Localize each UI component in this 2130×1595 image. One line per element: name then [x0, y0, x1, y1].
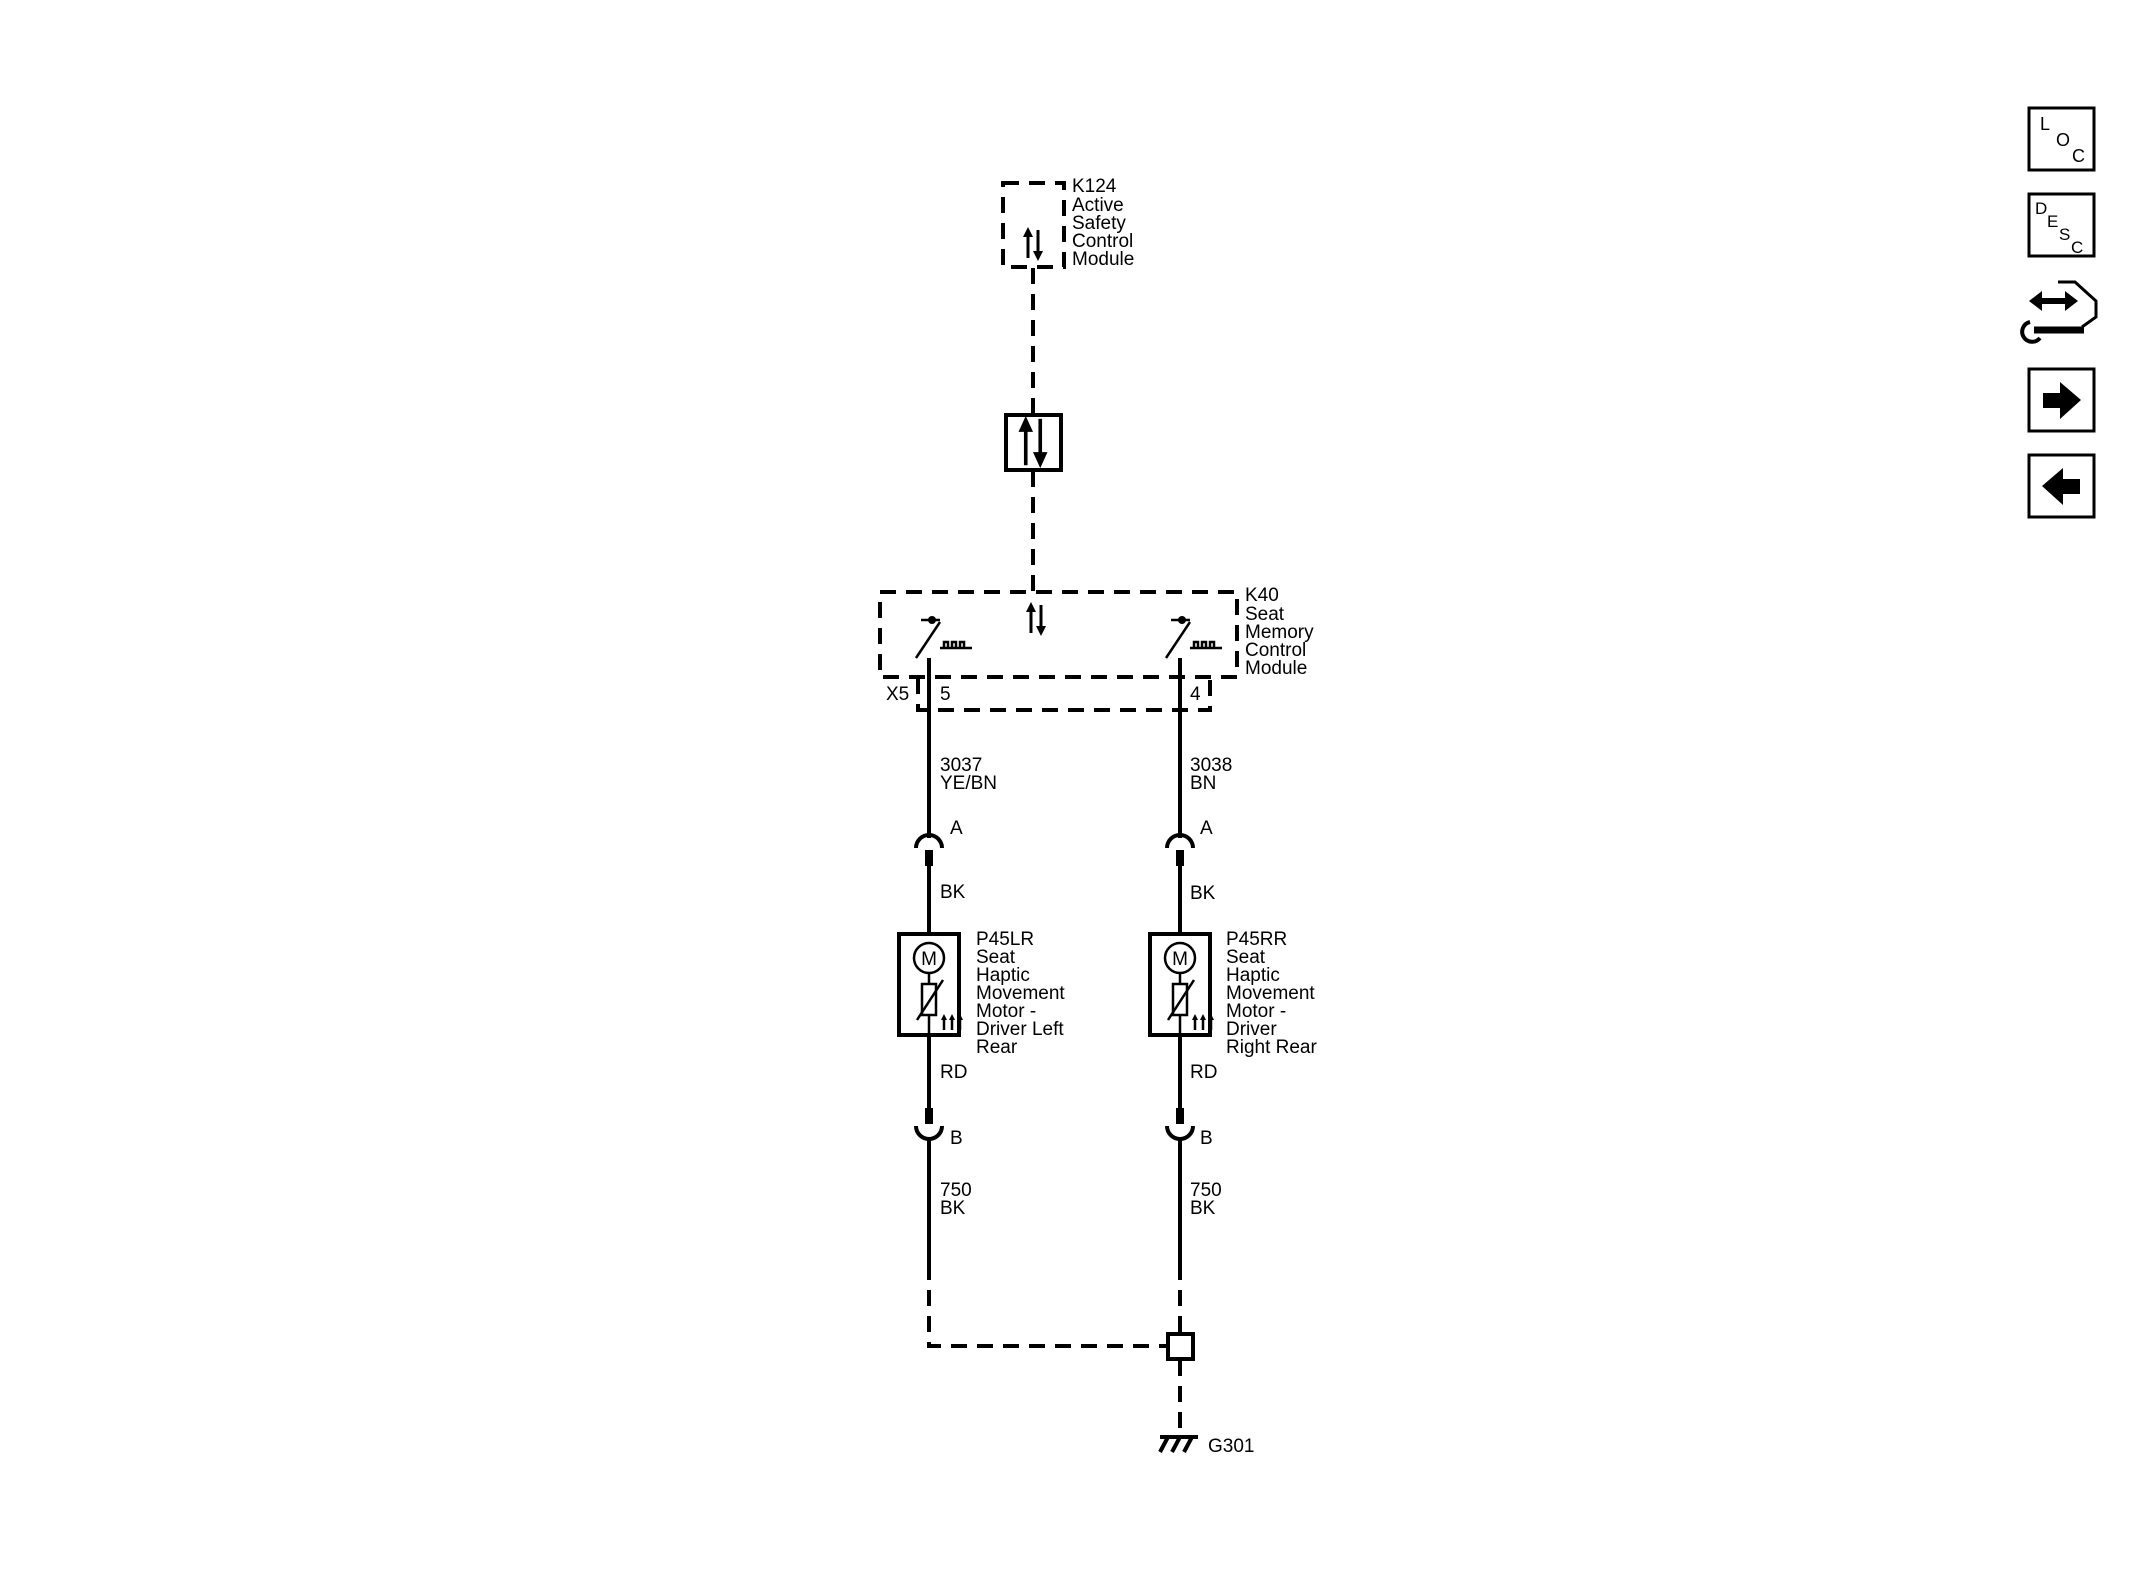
k124-module-box [1001, 181, 1066, 269]
left-connector-a-label: A [950, 818, 963, 839]
left-motor-line-6: Rear [976, 1037, 1018, 1058]
serial-data-bus-symbol [1004, 413, 1063, 472]
k40-module-box [878, 590, 1239, 679]
loc-letter-3: C [2072, 146, 2085, 166]
left-motor-id: P45LR [976, 929, 1034, 950]
left-wire-rd-label: RD [940, 1062, 967, 1083]
k40-label-line-1: Seat [1245, 604, 1285, 625]
right-connector-a-female [1165, 833, 1195, 849]
right-motor-p45rr: M [1148, 932, 1214, 1037]
connector-x5-id: X5 [886, 684, 909, 705]
right-circuit: 3038 BN A BK M P45RR Seat Haptic Movemen… [1148, 658, 1317, 1264]
right-circuit-color: BN [1190, 773, 1216, 794]
k40-module: K40 Seat Memory Control Module [878, 585, 1314, 679]
left-motor-p45lr: M [897, 932, 963, 1037]
right-motor-arrows-icon [1192, 1014, 1214, 1030]
desc-letter-2: E [2047, 212, 2058, 231]
k124-id: K124 [1072, 176, 1117, 197]
desc-button[interactable]: D E S C [2027, 192, 2096, 258]
connector-x5-pin-4: 4 [1190, 684, 1201, 705]
left-connector-b-label: B [950, 1128, 963, 1149]
left-motor-arrows-icon [941, 1014, 963, 1030]
loc-button[interactable]: L O C [2027, 106, 2096, 172]
left-motor-line-4: Motor - [976, 1001, 1036, 1022]
desc-letter-1: D [2035, 199, 2047, 218]
left-motor-line-1: Seat [976, 947, 1016, 968]
connector-x5-outline [916, 678, 1212, 712]
serial-data-bus-box [1004, 413, 1063, 472]
connector-x5-pin-5: 5 [940, 684, 951, 705]
left-motor-line-2: Haptic [976, 965, 1030, 986]
k124-label-line-3: Control [1072, 231, 1133, 252]
left-ground-circuit-color: BK [940, 1198, 966, 1219]
ground-g301: G301 [927, 1264, 1254, 1457]
arrow-left-icon [2042, 468, 2080, 505]
right-motor-line-3: Movement [1226, 983, 1315, 1004]
right-ground-circuit-number: 750 [1190, 1180, 1222, 1201]
k40-left-output-driver-icon [914, 616, 972, 659]
left-motor-line-3: Movement [976, 983, 1065, 1004]
k40-label-line-3: Control [1245, 640, 1306, 661]
desc-letter-3: S [2059, 225, 2070, 244]
right-connector-a-label: A [1200, 818, 1213, 839]
next-page-button[interactable] [2027, 367, 2096, 433]
right-ground-circuit-color: BK [1190, 1198, 1216, 1219]
arrow-right-icon [2043, 382, 2081, 419]
loc-letter-2: O [2056, 130, 2070, 150]
left-wire-bk-label: BK [940, 882, 966, 903]
k124-serial-data-icon [1021, 225, 1045, 263]
ground-splice-left-dashed [927, 1264, 1168, 1348]
right-wire-bk-label: BK [1190, 883, 1216, 904]
serial-data-bus-icon [1018, 415, 1048, 469]
k40-right-output-driver-icon [1164, 616, 1222, 659]
right-motor-line-6: Right Rear [1226, 1037, 1317, 1058]
right-motor-line-1: Seat [1226, 947, 1266, 968]
previous-page-button[interactable] [2027, 453, 2096, 519]
left-circuit-number: 3037 [940, 755, 982, 776]
left-connector-a-female [914, 833, 944, 849]
left-circuit: 3037 YE/BN A BK M P45LR Seat Haptic [897, 658, 1065, 1264]
ground-splice-box [1166, 1332, 1195, 1361]
k124-label-line-2: Safety [1072, 213, 1126, 234]
left-motor-symbol: M [921, 949, 937, 970]
right-connector-b-female [1165, 1125, 1195, 1141]
left-connector-b-female [914, 1125, 944, 1141]
right-motor-line-4: Motor - [1226, 1001, 1286, 1022]
desc-letter-4: C [2071, 238, 2083, 257]
right-circuit-number: 3038 [1190, 755, 1232, 776]
arrows-wrench-icon[interactable] [2020, 276, 2100, 348]
loc-letter-1: L [2040, 114, 2050, 134]
ground-symbol-icon [1158, 1435, 1198, 1453]
k40-serial-data-icon [1024, 600, 1048, 638]
k124-label-line-4: Module [1072, 249, 1134, 270]
k124-module: K124 Active Safety Control Module [1001, 176, 1134, 270]
right-connector-b-label: B [1200, 1128, 1213, 1149]
k40-label-line-4: Module [1245, 658, 1307, 679]
k124-label-line-1: Active [1072, 195, 1124, 216]
right-motor-line-5: Driver [1226, 1019, 1277, 1040]
ground-id: G301 [1208, 1436, 1254, 1457]
right-motor-line-2: Haptic [1226, 965, 1280, 986]
right-motor-symbol: M [1172, 949, 1188, 970]
connector-x5: X5 5 4 [886, 678, 1212, 712]
right-motor-id: P45RR [1226, 929, 1287, 950]
left-motor-line-5: Driver Left [976, 1019, 1064, 1040]
left-ground-circuit-number: 750 [940, 1180, 972, 1201]
left-circuit-color: YE/BN [940, 773, 997, 794]
right-wire-rd-label: RD [1190, 1062, 1217, 1083]
k40-id: K40 [1245, 585, 1279, 606]
k40-label-line-2: Memory [1245, 622, 1314, 643]
